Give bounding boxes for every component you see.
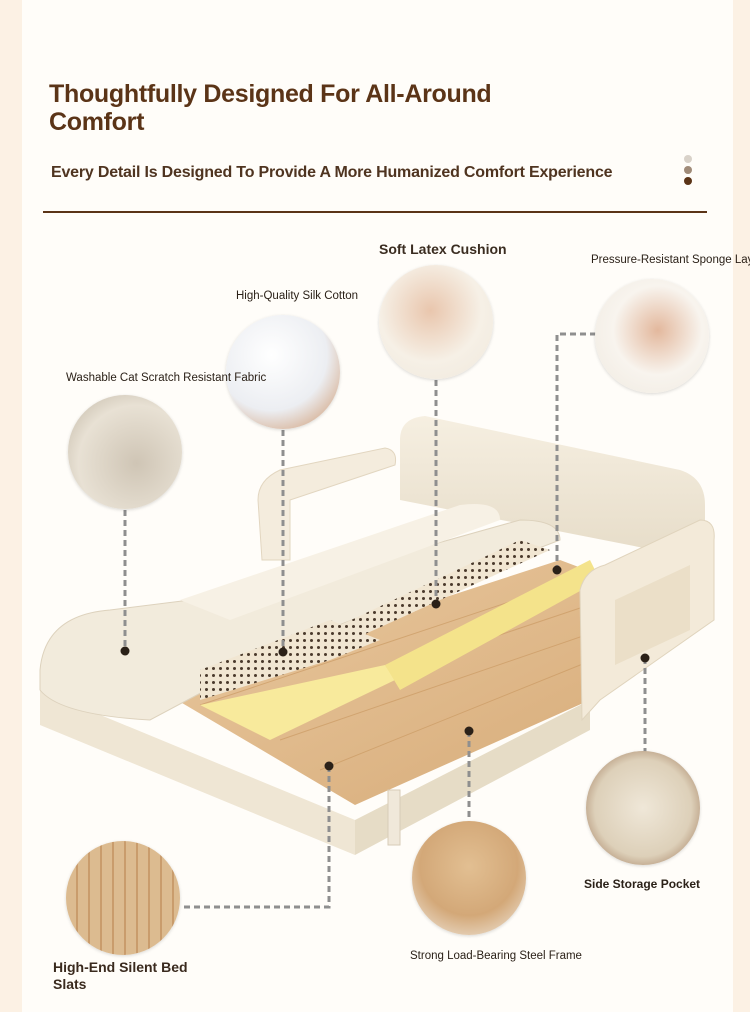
feature-label-latex: Soft Latex Cushion bbox=[379, 241, 507, 257]
feature-label-sponge: Pressure-Resistant Sponge Layer bbox=[591, 254, 750, 266]
dot-icon bbox=[684, 177, 692, 185]
anchor-dots bbox=[120, 565, 650, 771]
page-title: Thoughtfully Designed For All-Around Com… bbox=[49, 80, 492, 136]
feature-label-bed-slats: High-End Silent Bed Slats bbox=[53, 959, 188, 992]
dot-icon bbox=[684, 155, 692, 163]
feature-label-storage: Side Storage Pocket bbox=[584, 877, 701, 891]
steel-frame-detail-image bbox=[412, 821, 526, 935]
latex-cushion-detail-image bbox=[379, 265, 493, 379]
storage-pocket-detail-image bbox=[586, 751, 700, 865]
silk-cotton-detail-image bbox=[226, 315, 340, 429]
feature-label-silk-cotton: High-Quality Silk Cotton bbox=[236, 290, 359, 302]
decorative-dots bbox=[684, 155, 694, 188]
page-subtitle: Every Detail Is Designed To Provide A Mo… bbox=[51, 164, 613, 181]
divider bbox=[43, 211, 707, 213]
bed-slats-detail-image bbox=[66, 841, 180, 955]
sponge-layer-detail-image bbox=[595, 279, 709, 393]
feature-label-fabric: Washable Cat Scratch Resistant Fabric bbox=[66, 372, 267, 384]
feature-label-steel-frame: Strong Load-Bearing Steel Frame bbox=[410, 950, 582, 962]
dot-icon bbox=[684, 166, 692, 174]
backrest bbox=[400, 416, 705, 560]
leader-lines bbox=[123, 332, 647, 909]
fabric-detail-image bbox=[68, 395, 182, 509]
